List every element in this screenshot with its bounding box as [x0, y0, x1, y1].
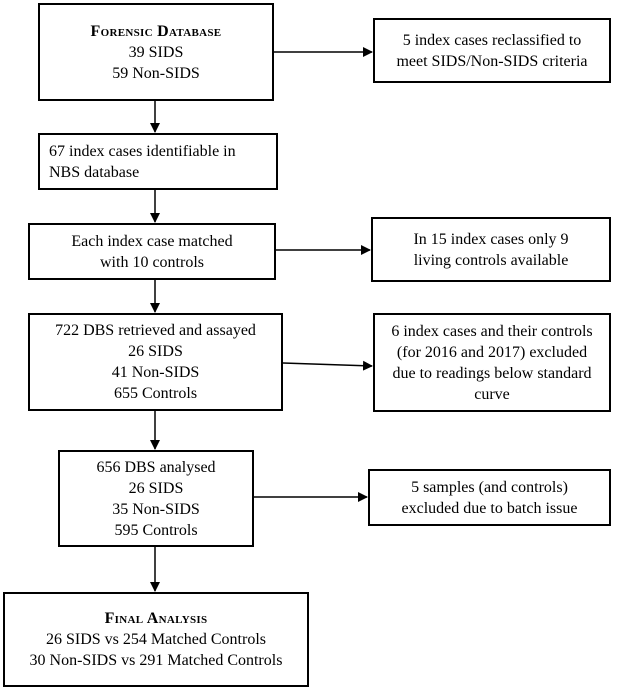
- identifiable-line-1: 67 index cases identifiable in: [49, 142, 236, 160]
- retrieved-controls-count: 655 Controls: [113, 385, 198, 402]
- final-analysis-box: Final Analysis 26 SIDS vs 254 Matched Co…: [3, 592, 309, 687]
- reclassified-line-2: meet SIDS/Non-SIDS criteria: [396, 52, 588, 70]
- analysed-non-sids-count: 35 Non-SIDS: [112, 500, 200, 518]
- final-sids-comparison: 26 SIDS vs 254 Matched Controls: [46, 631, 266, 648]
- final-analysis-title: Final Analysis: [104, 610, 208, 627]
- analysed-box: 656 DBS analysed 26 SIDS 35 Non-SIDS 595…: [58, 450, 254, 547]
- retrieved-box: 722 DBS retrieved and assayed 26 SIDS 41…: [28, 313, 283, 411]
- identifiable-line-2: NBS database: [49, 163, 140, 181]
- excluded-readings-box: 6 index cases and their controls (for 20…: [373, 313, 611, 412]
- matched-line-1: Each index case matched: [71, 232, 233, 250]
- arrow-retrieved-to-excluded-readings: [282, 360, 373, 371]
- excluded-readings-line-4: curve: [474, 385, 510, 403]
- excluded-readings-line-2: (for 2016 and 2017) excluded: [396, 343, 588, 361]
- retrieved-dbs-count: 722 DBS retrieved and assayed: [55, 322, 256, 339]
- forensic-sids-count: 39 SIDS: [128, 43, 184, 61]
- living-controls-box: In 15 index cases only 9 living controls…: [371, 217, 611, 282]
- analysed-dbs-count: 656 DBS analysed: [96, 458, 216, 476]
- excluded-batch-line-2: excluded due to batch issue: [401, 499, 578, 517]
- reclassified-box: 5 index cases reclassified to meet SIDS/…: [373, 18, 611, 83]
- forensic-non-sids-count: 59 Non-SIDS: [112, 64, 200, 82]
- living-controls-line-1: In 15 index cases only 9: [413, 230, 569, 248]
- matched-line-2: with 10 controls: [100, 253, 204, 271]
- analysed-sids-count: 26 SIDS: [128, 479, 184, 497]
- excluded-batch-line-1: 5 samples (and controls): [411, 478, 568, 496]
- retrieved-sids-count: 26 SIDS: [128, 343, 183, 360]
- excluded-batch-box: 5 samples (and controls) excluded due to…: [368, 469, 611, 526]
- excluded-readings-line-1: 6 index cases and their controls: [391, 322, 593, 340]
- analysed-controls-count: 595 Controls: [114, 521, 198, 539]
- reclassified-line-1: 5 index cases reclassified to: [402, 31, 582, 49]
- final-non-sids-comparison: 30 Non-SIDS vs 291 Matched Controls: [29, 652, 283, 669]
- forensic-database-title: Forensic Database: [90, 22, 222, 40]
- matched-box: Each index case matched with 10 controls: [28, 223, 276, 280]
- identifiable-box: 67 index cases identifiable in NBS datab…: [38, 133, 278, 190]
- retrieved-non-sids-count: 41 Non-SIDS: [111, 364, 200, 381]
- excluded-readings-line-3: due to readings below standard: [392, 364, 592, 382]
- living-controls-line-2: living controls available: [413, 251, 569, 269]
- forensic-database-box: Forensic Database 39 SIDS 59 Non-SIDS: [38, 3, 274, 101]
